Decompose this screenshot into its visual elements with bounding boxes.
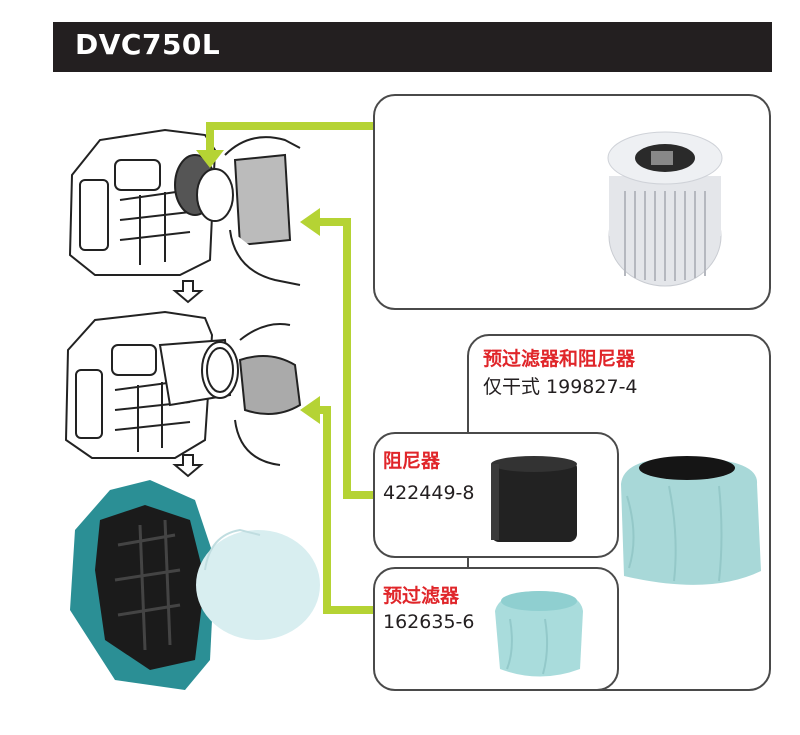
arrow-head-prefilter [300, 396, 320, 424]
arrow-head-damper [300, 208, 320, 236]
prefilter-title: 预过滤器 [383, 585, 460, 607]
down-arrow-2 [172, 454, 204, 478]
model-title: DVC750L [75, 28, 221, 61]
prefilter-image [495, 591, 583, 677]
arrow-prefilter-path [320, 406, 373, 614]
damper-box: 阻尼器 422449-8 [373, 432, 619, 558]
step-2-illustration [64, 310, 302, 466]
kit-title: 预过滤器和阻尼器 [483, 348, 636, 370]
header-bar: DVC750L [53, 22, 772, 72]
green-arrows [206, 122, 373, 614]
step-1-illustration [68, 128, 301, 286]
step-3-illustration [70, 480, 320, 690]
damper-image [491, 456, 577, 542]
hepa-filter-image [607, 131, 723, 287]
arrow-head-hepa [196, 150, 224, 168]
kit-image [621, 456, 761, 585]
kit-part-number: 仅干式 199827-4 [483, 376, 638, 398]
damper-part-number: 422449-8 [383, 482, 475, 504]
prefilter-box: 预过滤器 162635-6 [373, 567, 619, 691]
hepa-filter-box [373, 94, 771, 310]
damper-title: 阻尼器 [383, 450, 441, 472]
down-arrow-1 [172, 280, 204, 304]
arrow-hepa-path [206, 122, 373, 150]
prefilter-part-number: 162635-6 [383, 611, 475, 633]
arrow-damper-path [320, 218, 373, 499]
